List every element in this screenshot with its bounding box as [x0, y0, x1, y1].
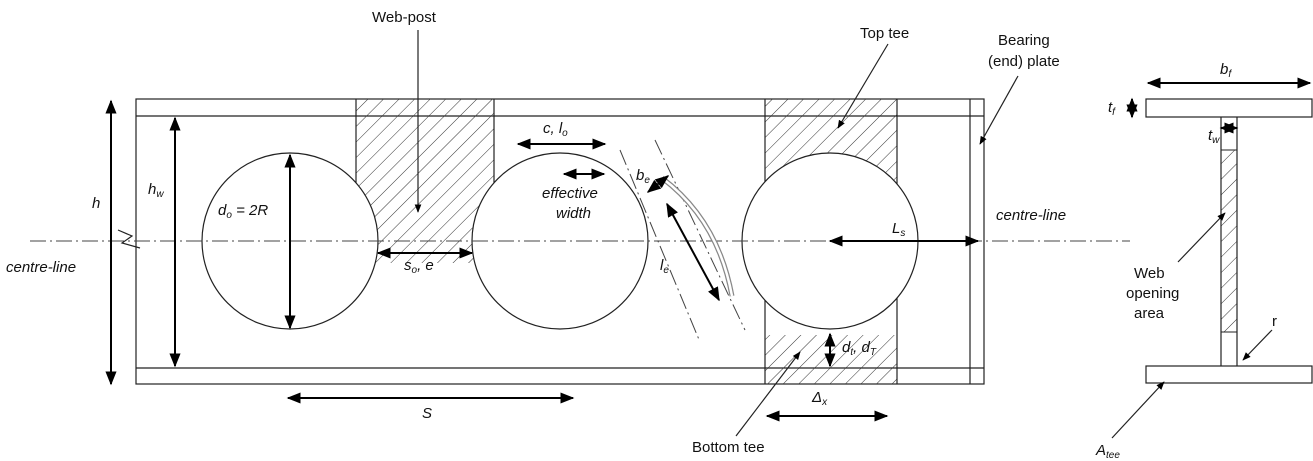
label-c-lo: c, lo	[543, 120, 568, 139]
top-tee-leader	[837, 43, 889, 129]
atee-leader	[1111, 381, 1165, 439]
label-h: h	[92, 195, 100, 212]
label-le: le	[660, 257, 669, 276]
strut-curve	[660, 176, 735, 297]
dimension-arrows	[105, 99, 980, 422]
strut-outline-a	[619, 149, 701, 343]
label-web-opening-1: Web	[1134, 265, 1165, 282]
label-tf: tf	[1108, 99, 1116, 118]
label-atee: Atee	[1095, 442, 1120, 461]
label-centre-line-right: centre-line	[996, 207, 1066, 224]
label-delta-x: Δx	[811, 389, 828, 408]
be-arrow	[646, 175, 670, 193]
label-top-tee: Top tee	[860, 25, 909, 42]
label-tw: tw	[1208, 127, 1220, 146]
label-hw: hw	[148, 181, 164, 200]
label-dt: dt, dT	[842, 339, 877, 358]
label-bottom-tee: Bottom tee	[692, 439, 765, 456]
bearing-plate-leader	[979, 75, 1019, 145]
bottom-tee-leader	[735, 351, 801, 437]
strut-outline-b	[654, 139, 746, 331]
label-bearing-1: Bearing	[998, 32, 1050, 49]
label-web-post: Web-post	[372, 9, 437, 26]
label-effective-1: effective	[542, 185, 598, 202]
le-arrow	[666, 202, 720, 302]
label-so-e: so, e	[404, 257, 434, 276]
label-bearing-2: (end) plate	[988, 53, 1060, 70]
label-ls: Ls	[892, 220, 905, 239]
web-post-region	[356, 99, 494, 263]
label-s: S	[422, 405, 432, 422]
leader-arrows	[414, 30, 1019, 437]
top-flange	[1145, 98, 1313, 118]
web-opening-leader	[1177, 212, 1226, 263]
r-leader	[1242, 329, 1273, 361]
label-web-opening-2: opening	[1126, 285, 1179, 302]
label-centre-line-left: centre-line	[6, 259, 76, 276]
web-opening-area-region	[1220, 149, 1238, 333]
cross-section	[1111, 77, 1313, 439]
labels: Web-post Top tee Bearing (end) plate h h…	[6, 9, 1277, 461]
label-effective-2: width	[556, 205, 591, 222]
label-be: be	[636, 167, 650, 186]
label-web-opening-3: area	[1134, 305, 1165, 322]
break-symbol	[117, 229, 141, 249]
label-r: r	[1272, 313, 1277, 330]
label-do: do = 2R	[218, 202, 268, 221]
label-bf: bf	[1220, 61, 1232, 80]
bottom-flange	[1145, 365, 1313, 384]
